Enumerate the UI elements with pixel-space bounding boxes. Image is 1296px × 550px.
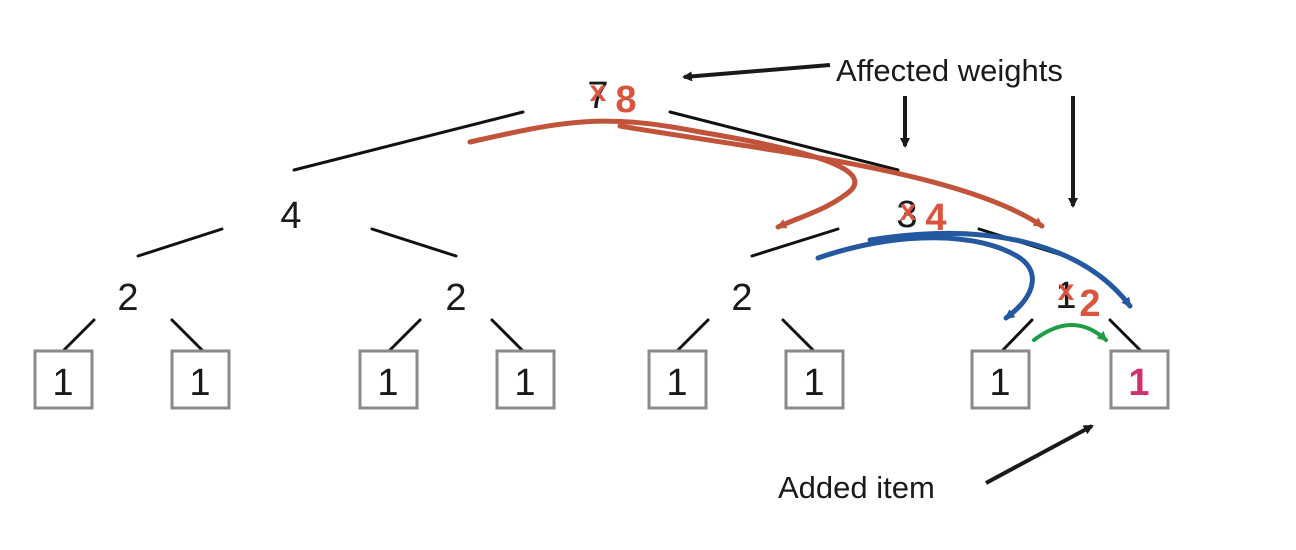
leaf-value: 1 [989,362,1010,404]
added-item-label: Added item [778,470,935,505]
edge-lr-leaf4 [490,318,524,352]
edge-rl-leaf6 [781,318,815,352]
leaf-value: 1 [514,362,535,404]
lr-node-weight: 2 [445,277,466,319]
leaf-box [647,349,708,410]
leaf-box [1109,349,1170,410]
leaf-box [358,349,419,410]
leaf-5: 1 [647,349,708,410]
edge-rr-leaf8 [1108,318,1142,352]
right-old-weight: 3 [896,194,917,236]
leaf-box [495,349,556,410]
leaf-8-added: 1 [1109,349,1170,410]
leaf-3: 1 [358,349,419,410]
tree-edges [62,110,1142,352]
leaf-box [784,349,845,410]
pointer-to-root [682,63,831,82]
leaf-4: 1 [495,349,556,410]
leaf-6: 1 [784,349,845,410]
pointer-to-added-leaf [985,424,1094,485]
root-node: 7 x 8 [587,75,636,121]
edge-ll-leaf2 [170,318,204,352]
leaf-value: 1 [803,362,824,404]
right-new-weight: 4 [925,197,946,239]
annotation-affected-weights: Affected weights [682,53,1078,208]
right-strike-mark: x [900,194,917,227]
edge-rl-leaf5 [676,318,710,352]
rr-new-weight: 2 [1079,283,1100,325]
root-old-weight: 7 [587,75,608,117]
update-arrows [467,118,1133,342]
leaf-box [970,349,1031,410]
root-new-weight: 8 [615,79,636,121]
blue-arrow-right-to-left [815,235,1035,321]
edge-right-rl [750,227,840,258]
ll-node-weight: 2 [117,277,138,319]
leaf-1: 1 [33,349,94,410]
edge-lr-leaf3 [388,318,422,352]
leaf-7: 1 [970,349,1031,410]
affected-weights-label: Affected weights [836,53,1063,88]
leaf-box [33,349,94,410]
red-arrow-root-to-right [617,123,1045,229]
leaf-value: 1 [666,362,687,404]
green-arrow-sibling [1032,323,1108,342]
edge-left-lr [370,227,458,258]
red-arrow-root-to-left [467,118,858,230]
added-leaf-value: 1 [1128,362,1149,404]
leaf-box [170,349,231,410]
edge-rr-leaf7 [1001,318,1034,352]
rl-node-weight: 2 [731,277,752,319]
edge-left-ll [136,227,224,258]
edge-ll-leaf1 [62,318,96,352]
rr-old-weight: 1 [1055,275,1076,317]
leaf-value: 1 [52,362,73,404]
rr-strike-mark: x [1058,274,1075,307]
edge-root-right [668,110,900,172]
annotation-added-item: Added item [778,424,1094,505]
leaf-2: 1 [170,349,231,410]
edge-root-left [292,110,525,172]
rr-node: 1 x 2 [1055,274,1100,325]
left-node-weight: 4 [280,195,301,237]
right-node: 3 x 4 [896,194,946,239]
root-strike-mark: x [590,75,607,108]
blue-arrow-right-to-right [867,230,1133,309]
leaf-value: 1 [189,362,210,404]
leaf-row: 1 1 1 1 1 1 1 1 [33,349,1170,410]
leaf-value: 1 [377,362,398,404]
